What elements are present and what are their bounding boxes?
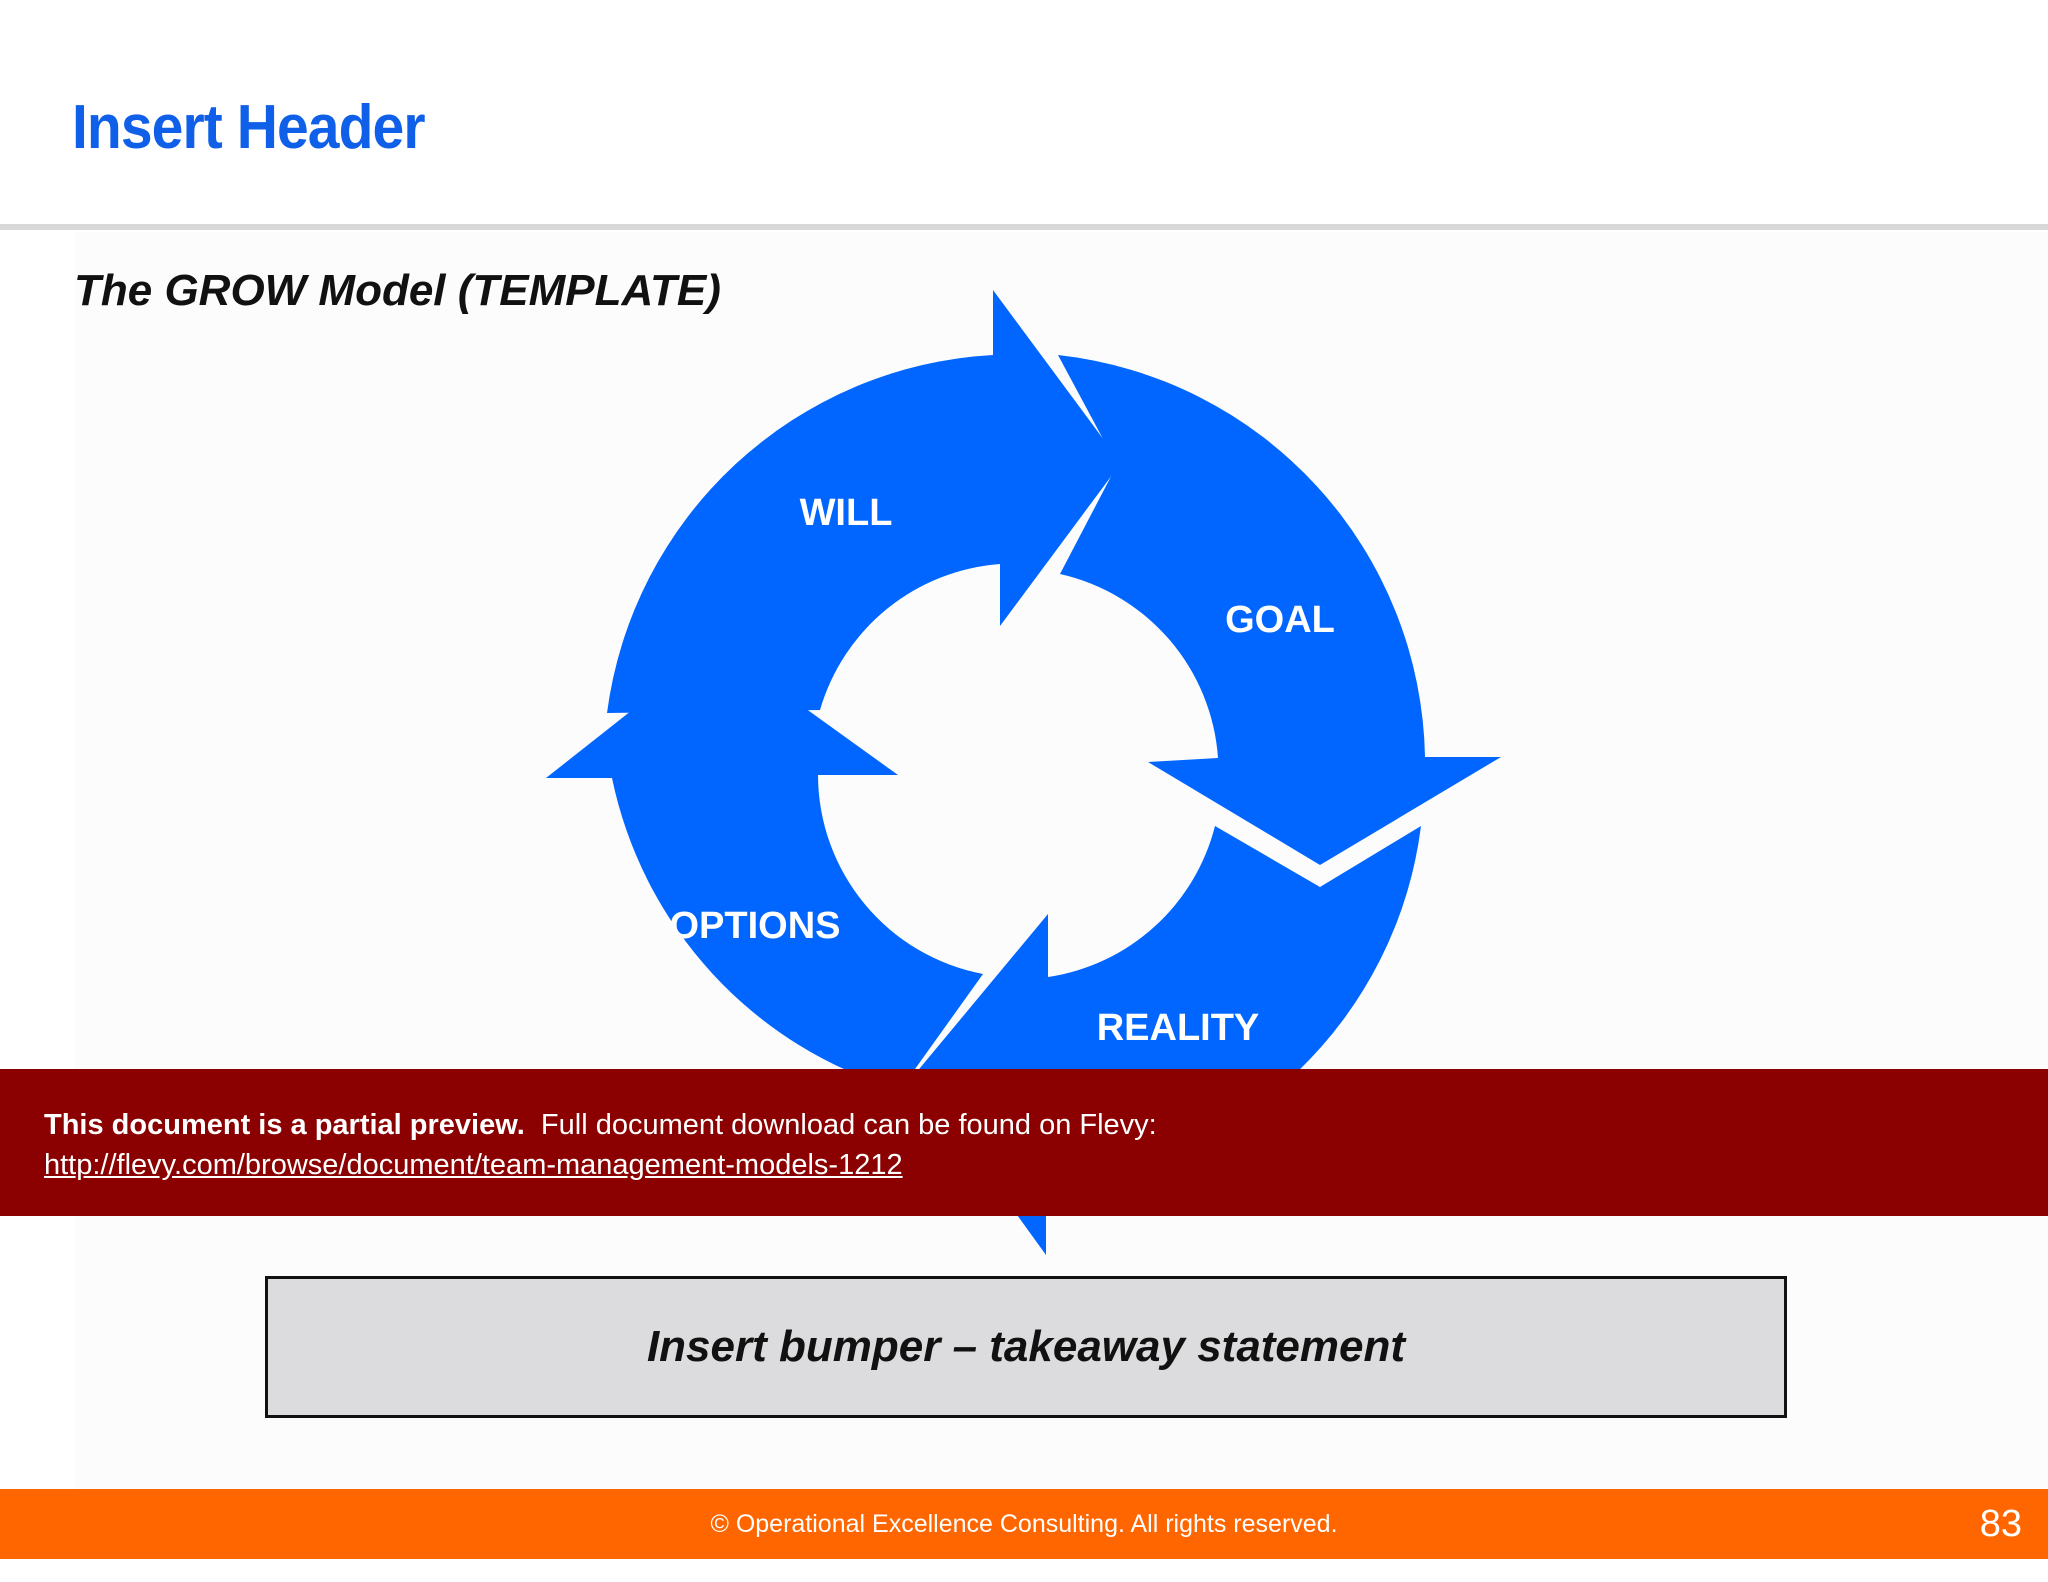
reality-label: REALITY [1097,1007,1260,1049]
header-divider [0,224,2048,230]
flevy-document-link[interactable]: http://flevy.com/browse/document/team-ma… [44,1149,903,1181]
bumper-text: Insert bumper – takeaway statement [646,1322,1406,1371]
options-arrow [546,644,983,1090]
page-title: Insert Header [72,93,426,162]
slide-subtitle: The GROW Model (TEMPLATE) [74,266,721,315]
will-label: WILL [800,492,893,534]
bumper-box: Insert bumper – takeaway statement [265,1276,1787,1418]
page-number: 83 [1979,1503,2022,1545]
footer-bar: © Operational Excellence Consulting. All… [0,1489,2048,1559]
preview-banner-text: Full document download can be found on F… [540,1109,1157,1141]
goal-label: GOAL [1225,599,1335,641]
preview-banner: This document is a partial preview. Full… [0,1069,2048,1216]
footer-copyright: © Operational Excellence Consulting. All… [710,1510,1338,1538]
preview-banner-bold-text: This document is a partial preview. [44,1109,525,1141]
will-arrow [607,290,1121,713]
options-label: OPTIONS [669,905,840,947]
goal-arrow [1058,355,1501,865]
